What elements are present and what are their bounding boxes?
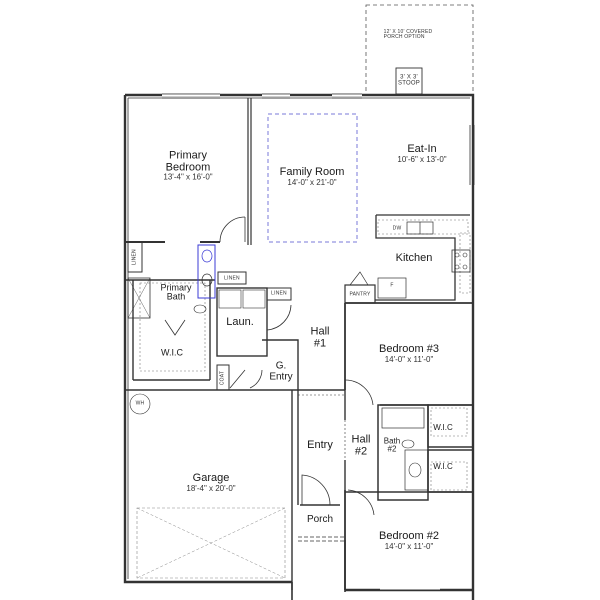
- room-name: #2: [387, 445, 397, 454]
- room-name: Bedroom #2: [379, 530, 439, 543]
- room-hall-2: Hall #2: [352, 434, 371, 457]
- room-eat-in: Eat-In 10'-6" x 13'-0": [397, 143, 447, 164]
- dishwasher-label: DW: [392, 225, 402, 232]
- room-kitchen: Kitchen: [395, 252, 433, 265]
- room-dimensions: 13'-4" x 16'-0": [163, 172, 213, 182]
- porch-option-line1: 12' X 10' COVERED: [383, 28, 433, 35]
- room-name: Primary: [160, 282, 192, 293]
- room-primary-bath: Primary Bath: [160, 282, 192, 303]
- room-dimensions: 14'-0" x 21'-0": [287, 177, 337, 187]
- room-primary-wic: W.I.C: [161, 347, 183, 358]
- porch-option-label: 12' X 10' COVERED PORCH OPTION: [383, 28, 433, 41]
- water-heater-label: WH: [135, 400, 145, 407]
- room-name: #1: [313, 337, 327, 349]
- room-family-room: Family Room 14'-0" x 21'-0": [279, 166, 345, 187]
- linen-primary-label: LINEN: [131, 249, 138, 265]
- room-name: Hall: [310, 325, 330, 338]
- pantry-label: PANTRY: [349, 291, 371, 298]
- coat-closet-label: COAT: [219, 370, 226, 386]
- room-name: Bath: [383, 436, 401, 446]
- room-wic-3: W.I.C: [433, 422, 453, 432]
- stoop-line1: 3' X 3': [400, 74, 418, 81]
- room-name: Bath: [166, 292, 186, 302]
- room-bedroom-2: Bedroom #2 14'-0" x 11'-0": [379, 530, 439, 551]
- room-dimensions: 14'-0" x 11'-0": [384, 541, 434, 551]
- stoop-line2: STOOP: [398, 81, 420, 87]
- porch-option-line2: PORCH OPTION: [383, 34, 425, 40]
- room-porch: Porch: [306, 513, 334, 525]
- room-name: Garage: [192, 472, 230, 485]
- linen-hall-label: LINEN: [224, 275, 240, 282]
- room-dimensions: 14'-0" x 11'-0": [384, 354, 434, 364]
- room-primary-bedroom: Primary Bedroom 13'-4" x 16'-0": [163, 149, 213, 182]
- room-entry: Entry: [307, 439, 333, 452]
- room-laundry: Laun.: [226, 316, 254, 329]
- room-name: Entry: [269, 371, 293, 382]
- room-name: Hall: [351, 433, 371, 446]
- room-name: Bedroom: [165, 160, 211, 173]
- room-hall-1: Hall #1: [311, 326, 330, 349]
- room-name: G.: [275, 360, 287, 372]
- room-bath-2: Bath #2: [383, 436, 401, 455]
- room-name: Eat-In: [407, 143, 437, 156]
- room-dimensions: 10'-6" x 13'-0": [397, 154, 447, 164]
- room-name: Family Room: [279, 166, 345, 179]
- room-name: Bedroom #3: [379, 343, 439, 356]
- stoop-label: 3' X 3' STOOP: [398, 75, 420, 88]
- room-bedroom-3: Bedroom #3 14'-0" x 11'-0": [379, 343, 439, 364]
- room-dimensions: 18'-4" x 20'-0": [186, 483, 236, 493]
- linen-laundry-label: LINEN: [271, 290, 287, 297]
- room-name: #2: [354, 445, 368, 457]
- room-garage-entry: G. Entry: [269, 360, 293, 383]
- room-garage: Garage 18'-4" x 20'-0": [186, 472, 236, 493]
- room-wic-2: W.I.C: [433, 461, 453, 471]
- fridge-label: F: [390, 282, 394, 289]
- room-name: Primary: [169, 149, 207, 162]
